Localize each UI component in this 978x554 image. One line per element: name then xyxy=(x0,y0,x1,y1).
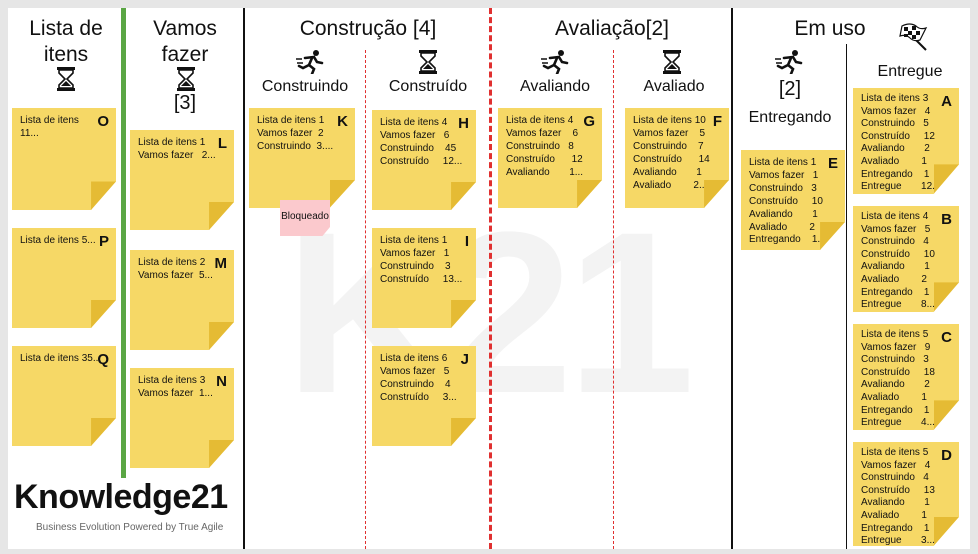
card-letter: Q xyxy=(97,351,109,368)
card-details: Lista de itens 4 Vamos fazer 6 Construin… xyxy=(506,115,584,178)
card-details: Lista de itens 11... xyxy=(20,115,79,139)
card-letter: I xyxy=(464,233,469,250)
divider-review-inuse xyxy=(731,8,733,549)
card-details: Lista de itens 5... xyxy=(20,235,96,246)
wip-limit-delivering: [2] xyxy=(778,78,802,100)
card-letter: B xyxy=(941,211,952,228)
card-letter: L xyxy=(217,135,227,152)
subcolumn-title-delivering: Entregando xyxy=(748,109,832,126)
company-tagline: Business Evolution Powered by True Agile xyxy=(36,522,224,533)
card-letter: C xyxy=(941,329,952,346)
card-details: Lista de itens 5 Vamos fazer 9 Construin… xyxy=(861,329,935,429)
column-title-inuse: Em uso xyxy=(794,17,866,40)
card-details: Lista de itens 3 Vamos fazer 1... xyxy=(138,375,213,399)
column-title-review: Avaliação[2] xyxy=(554,17,670,40)
board-frame-bottom xyxy=(0,549,978,554)
wip-limit-todo: [3] xyxy=(173,92,197,114)
card-details: Lista de itens 1 Vamos fazer 1 Construin… xyxy=(380,235,463,285)
divider-backlog-todo xyxy=(121,8,126,478)
divider-build-review xyxy=(489,8,492,549)
board-frame-right xyxy=(970,0,978,554)
hourglass-icon xyxy=(177,67,195,91)
card-b[interactable]: Lista de itens 4 Vamos fazer 5 Construin… xyxy=(853,206,959,312)
card-h[interactable]: Lista de itens 4 Vamos fazer 6 Construin… xyxy=(372,110,476,210)
card-n[interactable]: Lista de itens 3 Vamos fazer 1... N xyxy=(130,368,234,468)
board-frame-top xyxy=(0,0,978,8)
card-i[interactable]: Lista de itens 1 Vamos fazer 1 Construin… xyxy=(372,228,476,328)
card-e[interactable]: Lista de itens 1 Vamos fazer 1 Construin… xyxy=(741,150,845,250)
card-details: Lista de itens 10 Vamos fazer 5 Construi… xyxy=(633,115,710,191)
divider-building-built xyxy=(365,50,366,549)
card-j[interactable]: Lista de itens 6 Vamos fazer 5 Construin… xyxy=(372,346,476,446)
column-title-todo: Vamos fazer xyxy=(153,17,217,66)
card-g[interactable]: Lista de itens 4 Vamos fazer 6 Construin… xyxy=(498,108,602,208)
card-k[interactable]: Lista de itens 1 Vamos fazer 2 Construin… xyxy=(249,108,355,208)
card-letter: E xyxy=(827,155,838,172)
card-o[interactable]: Lista de itens 11... O xyxy=(12,108,116,210)
card-details: Lista de itens 4 Vamos fazer 6 Construin… xyxy=(380,117,463,167)
runner-icon xyxy=(775,50,803,74)
card-details: Lista de itens 2 Vamos fazer 5... xyxy=(138,257,213,281)
hourglass-icon xyxy=(663,50,681,74)
card-letter: J xyxy=(460,351,469,368)
column-title-backlog: Lista de itens xyxy=(29,17,103,66)
hourglass-icon xyxy=(419,50,437,74)
card-letter: F xyxy=(712,113,722,130)
hourglass-icon xyxy=(57,67,75,91)
card-details: Lista de itens 1 Vamos fazer 1 Construin… xyxy=(749,157,826,246)
card-q[interactable]: Lista de itens 35... Q xyxy=(12,346,116,446)
subcolumn-title-delivered: Entregue xyxy=(877,63,943,80)
card-l[interactable]: Lista de itens 1 Vamos fazer 2... L xyxy=(130,130,234,230)
company-logo: Knowledge21 xyxy=(14,478,228,516)
card-letter: D xyxy=(941,447,952,464)
card-letter: N xyxy=(216,373,227,390)
card-details: Lista de itens 35... xyxy=(20,353,102,364)
card-letter: G xyxy=(583,113,595,130)
card-d[interactable]: Lista de itens 5 Vamos fazer 4 Construin… xyxy=(853,442,959,546)
card-details: Lista de itens 6 Vamos fazer 5 Construin… xyxy=(380,353,457,403)
board-frame-left xyxy=(0,0,8,554)
blocked-tag[interactable]: Bloqueado xyxy=(280,200,330,236)
card-p[interactable]: Lista de itens 5... P xyxy=(12,228,116,328)
subcolumn-title-built: Construído xyxy=(388,78,468,95)
watermark: K21 xyxy=(285,184,695,441)
card-letter: H xyxy=(458,115,469,132)
card-letter: O xyxy=(97,113,109,130)
card-m[interactable]: Lista de itens 2 Vamos fazer 5... M xyxy=(130,250,234,350)
column-title-build: Construção [4] xyxy=(299,17,437,40)
card-letter: M xyxy=(214,255,228,272)
card-details: Lista de itens 3 Vamos fazer 4 Construin… xyxy=(861,93,941,193)
runner-icon xyxy=(541,50,569,74)
checkered-flag-icon xyxy=(899,23,928,51)
card-a[interactable]: Lista de itens 3 Vamos fazer 4 Construin… xyxy=(853,88,959,194)
card-c[interactable]: Lista de itens 5 Vamos fazer 9 Construin… xyxy=(853,324,959,430)
card-details: Lista de itens 5 Vamos fazer 4 Construin… xyxy=(861,447,935,546)
divider-reviewing-reviewed xyxy=(613,50,614,549)
card-f[interactable]: Lista de itens 10 Vamos fazer 5 Construi… xyxy=(625,108,729,208)
divider-delivering-delivered xyxy=(846,44,847,549)
subcolumn-title-building: Construindo xyxy=(261,78,349,95)
runner-icon xyxy=(296,50,324,74)
card-details: Lista de itens 4 Vamos fazer 5 Construin… xyxy=(861,211,935,311)
card-details: Lista de itens 1 Vamos fazer 2 Construin… xyxy=(257,115,334,152)
card-letter: A xyxy=(941,93,952,110)
card-details: Lista de itens 1 Vamos fazer 2... xyxy=(138,137,216,161)
card-letter: P xyxy=(98,233,109,250)
subcolumn-title-reviewing: Avaliando xyxy=(520,78,590,95)
divider-todo-build xyxy=(243,8,245,549)
subcolumn-title-reviewed: Avaliado xyxy=(643,78,705,95)
card-letter: K xyxy=(337,113,348,130)
